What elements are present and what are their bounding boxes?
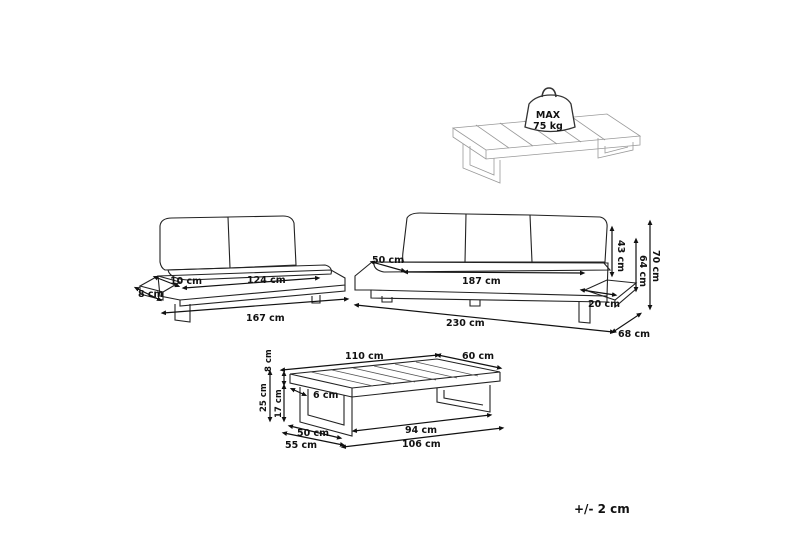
sofa-side-table-label: 20 cm (588, 299, 620, 310)
sofa-total-width-label: 230 cm (446, 318, 485, 329)
table-top-thickness-label: 8 cm (264, 349, 274, 372)
weight-label-kg: 75 kg (533, 121, 563, 132)
loveseat-armrest-label: 10 cm (170, 276, 202, 287)
loveseat-seat-width-label: 124 cm (247, 275, 286, 286)
loveseat-base-height-label: 8 cm (138, 289, 164, 300)
table-leg-width-label: 6 cm (313, 390, 339, 401)
sofa-drawing: 50 cm 187 cm 20 cm 230 cm 68 cm 43 cm 70… (353, 212, 661, 340)
table-base-length-label: 106 cm (402, 439, 441, 450)
table-length-label: 110 cm (345, 351, 384, 362)
sofa-seat-depth-label: 50 cm (372, 255, 404, 266)
table-inner-depth-label: 50 cm (297, 428, 329, 439)
table-total-height-label: 25 cm (259, 383, 269, 412)
weight-icon: MAX 75 kg (524, 87, 576, 133)
coffee-table-drawing: 110 cm 60 cm 8 cm 17 cm 25 cm 6 cm 50 cm… (259, 349, 505, 451)
table-width-label: 60 cm (462, 351, 494, 362)
loveseat-total-width-label: 167 cm (246, 313, 285, 324)
table-leg-height-label: 17 cm (274, 389, 284, 418)
sofa-total-height-label: 70 cm (650, 250, 661, 282)
table-base-depth-label: 55 cm (285, 440, 317, 451)
table-inner-length-label: 94 cm (405, 425, 437, 436)
sofa-seat-width-label: 187 cm (462, 276, 501, 287)
sofa-back-height-label: 64 cm (637, 255, 648, 287)
loveseat-drawing: 10 cm 124 cm 8 cm 167 cm (133, 215, 350, 324)
weight-label-max: MAX (536, 110, 561, 121)
load-test-table (451, 113, 642, 184)
sofa-backrest-height-label: 43 cm (615, 240, 626, 272)
tolerance-note: +/- 2 cm (574, 502, 630, 516)
sofa-depth-label: 68 cm (618, 329, 650, 340)
